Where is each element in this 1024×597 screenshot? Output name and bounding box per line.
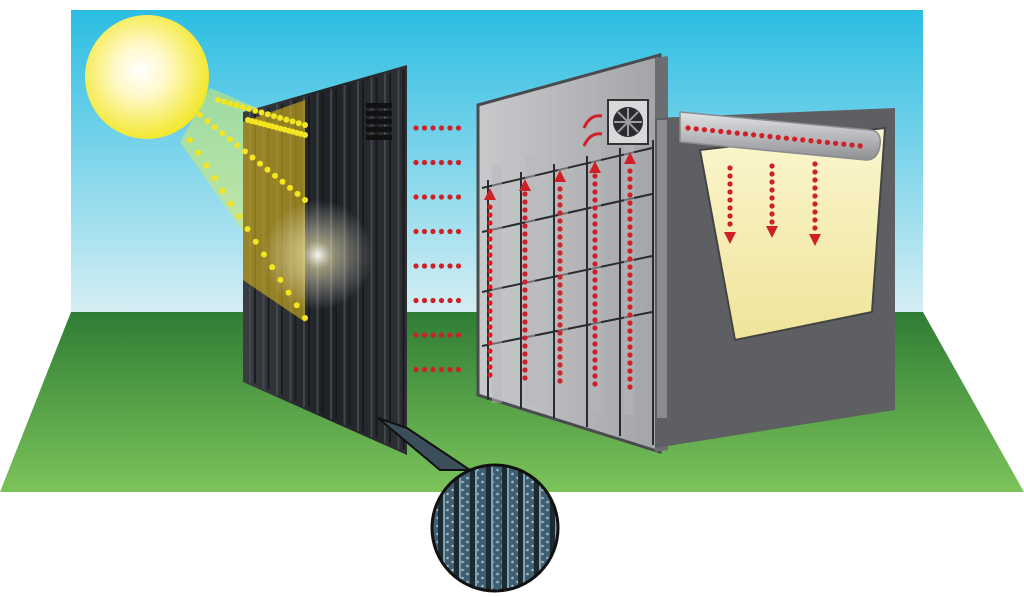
duct-airflow: [685, 125, 863, 149]
magnifier-inset-icon: [430, 463, 560, 593]
vent-grille-icon: [366, 103, 392, 140]
dryer-chamber: [476, 53, 895, 455]
sunlight-dots: [187, 97, 308, 321]
sunlight-glow: [263, 200, 373, 310]
fan-icon: [607, 99, 649, 145]
vertical-airflow: [484, 152, 636, 390]
frame-grid: [481, 120, 667, 445]
downward-airflow: [724, 161, 821, 246]
solar-collector-panel: [187, 65, 407, 455]
airflow-arrow-icon: [582, 114, 603, 147]
horizontal-airflow: [413, 125, 462, 373]
sun-icon: [85, 15, 209, 139]
